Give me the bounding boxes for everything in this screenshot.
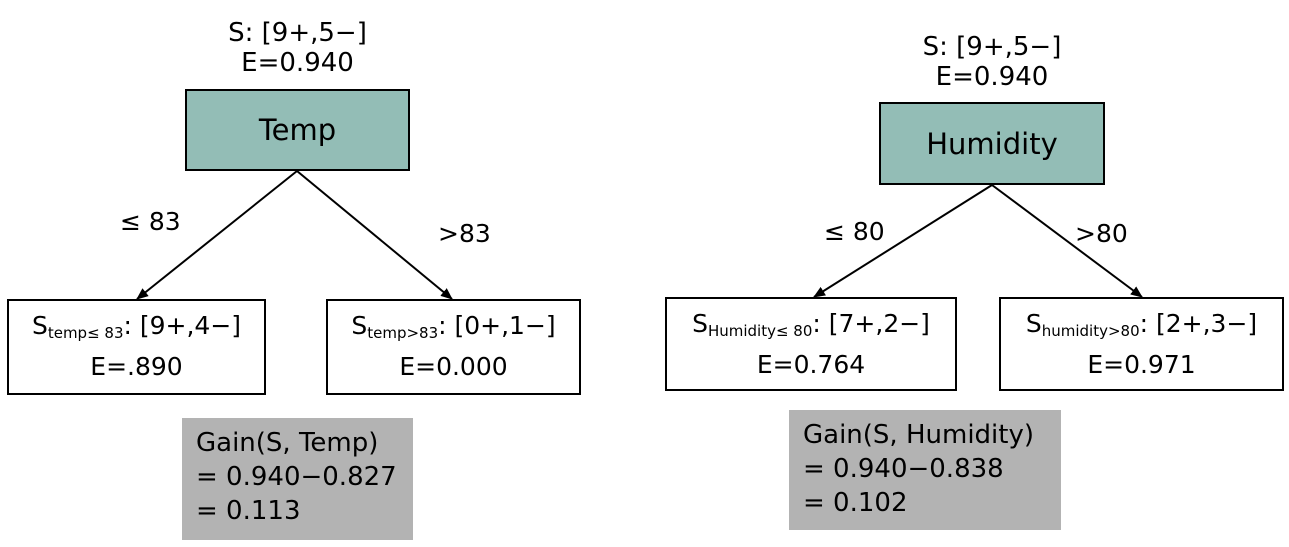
right-edge-high-label: >80 <box>1075 219 1128 248</box>
left-edge-low <box>136 170 298 300</box>
left-leaf-high-entropy: E=0.000 <box>399 352 508 381</box>
right-gain-line2: = 0.940−0.838 <box>803 454 1004 484</box>
left-root-node: Temp <box>185 89 410 171</box>
left-gain-box: Gain(S, Temp) = 0.940−0.827 = 0.113 <box>182 418 413 540</box>
left-root-set: S: [9+,5−] <box>228 18 367 48</box>
left-root-entropy: E=0.940 <box>241 48 354 78</box>
left-leaf-high-set: Stemp>83: [0+,1−] <box>351 311 556 342</box>
left-root-label: S: [9+,5−] E=0.940 <box>185 18 410 78</box>
left-edge-high-label: >83 <box>438 219 491 248</box>
right-edge-low <box>813 184 993 298</box>
left-leaf-low-set: Stemp≤ 83: [9+,4−] <box>31 311 242 342</box>
right-root-entropy: E=0.940 <box>935 62 1049 92</box>
right-leaf-high-set: Shumidity>80: [2+,3−] <box>1025 309 1258 340</box>
right-leaf-high-entropy: E=0.971 <box>1087 350 1196 379</box>
right-root-label: S: [9+,5−] E=0.940 <box>858 32 1126 92</box>
right-leaf-high: Shumidity>80: [2+,3−] E=0.971 <box>999 297 1284 391</box>
right-gain-line3: = 0.102 <box>803 488 908 518</box>
right-gain-box: Gain(S, Humidity) = 0.940−0.838 = 0.102 <box>789 410 1061 530</box>
right-leaf-low: SHumidity≤ 80: [7+,2−] E=0.764 <box>665 297 957 391</box>
left-leaf-low: Stemp≤ 83: [9+,4−] E=.890 <box>7 299 266 395</box>
left-attribute: Temp <box>258 113 337 147</box>
left-edge-low-label: ≤ 83 <box>120 207 181 236</box>
right-leaf-low-entropy: E=0.764 <box>756 350 866 379</box>
left-leaf-low-entropy: E=.890 <box>90 352 183 381</box>
right-attribute: Humidity <box>926 126 1058 161</box>
left-gain-line3: = 0.113 <box>196 496 301 526</box>
right-edge-high <box>991 184 1143 298</box>
left-edge-high <box>296 170 453 300</box>
left-gain-line2: = 0.940−0.827 <box>196 462 397 492</box>
right-leaf-low-set: SHumidity≤ 80: [7+,2−] <box>692 309 930 340</box>
right-root-set: S: [9+,5−] <box>922 32 1062 62</box>
right-gain-line1: Gain(S, Humidity) <box>803 420 1034 450</box>
right-root-node: Humidity <box>879 102 1105 185</box>
left-leaf-high: Stemp>83: [0+,1−] E=0.000 <box>326 299 581 395</box>
left-gain-line1: Gain(S, Temp) <box>196 428 379 458</box>
right-edge-low-label: ≤ 80 <box>824 217 885 246</box>
